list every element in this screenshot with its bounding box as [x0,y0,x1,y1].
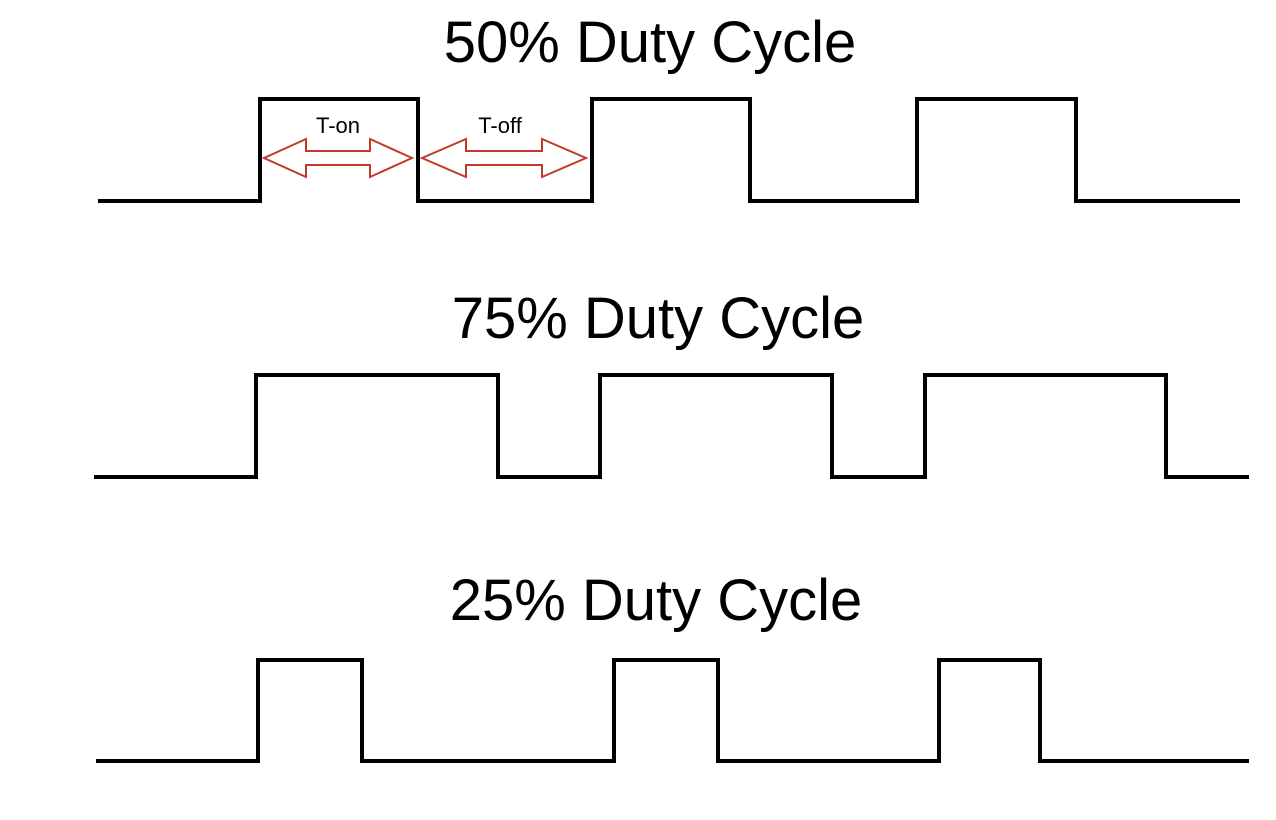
waveform-group-25: 25% Duty Cycle [96,568,1249,763]
diagram-title-25: 25% Duty Cycle [450,568,863,633]
square-wave-75 [94,373,1249,479]
waveform-group-75: 75% Duty Cycle [94,286,1249,479]
t-off-arrow: T-off [419,113,589,179]
t-off-double-arrow-icon [419,137,589,179]
diagram-title-50: 50% Duty Cycle [444,10,857,75]
diagram-title-75: 75% Duty Cycle [452,286,865,351]
t-off-label: T-off [478,113,523,138]
square-wave-50 [98,97,1240,203]
waveform-group-50: 50% Duty Cycle T-on T-off [98,10,1240,203]
t-on-arrow: T-on [261,113,415,179]
square-wave-25 [96,658,1249,763]
t-on-double-arrow-icon [261,137,415,179]
t-on-label: T-on [316,113,360,138]
